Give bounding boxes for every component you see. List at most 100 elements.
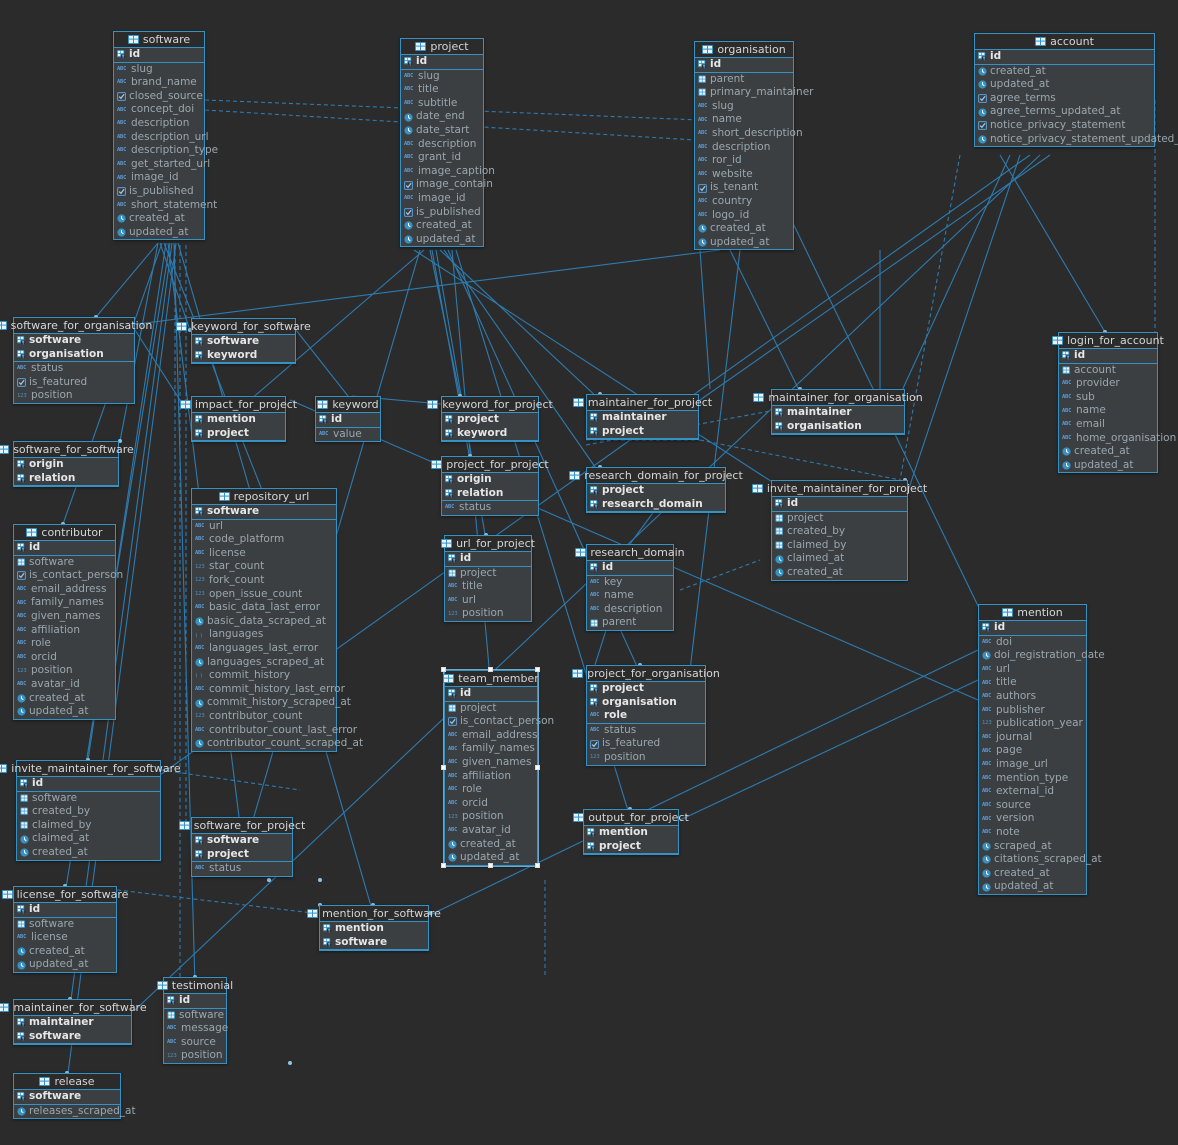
table-column[interactable]: languages_scraped_at <box>192 656 336 670</box>
table-key-column[interactable]: organisation <box>587 696 705 710</box>
table-header[interactable]: software_for_project <box>178 818 305 834</box>
table-header[interactable]: output_for_project <box>573 810 689 826</box>
table-column[interactable]: updated_at <box>975 78 1154 92</box>
table-column[interactable]: contributor_count_scraped_at <box>192 737 363 751</box>
table-key-column[interactable]: id <box>14 541 115 555</box>
table-key-column[interactable]: software <box>192 335 295 349</box>
table-key-column[interactable]: project <box>192 427 285 441</box>
table-column[interactable]: software <box>14 918 116 932</box>
table-column[interactable]: updated_at <box>445 851 537 865</box>
table-header[interactable]: maintainer_for_software <box>0 1000 147 1016</box>
table-key-column[interactable]: id <box>1059 349 1157 363</box>
table-column[interactable]: is_featured <box>14 376 134 390</box>
table-key-column[interactable]: maintainer <box>587 411 698 425</box>
table-column[interactable]: account <box>1059 364 1157 378</box>
table-key-column[interactable]: mention <box>192 413 285 427</box>
table-column[interactable]: updated_at <box>14 958 116 972</box>
table-column[interactable]: date_end <box>401 110 483 124</box>
table-column[interactable]: parent <box>587 616 673 630</box>
table-header[interactable]: research_domain <box>575 545 685 561</box>
table-column[interactable]: closed_source <box>114 90 204 104</box>
table-column[interactable]: primary_maintainer <box>695 86 813 100</box>
table-key-column[interactable]: research_domain <box>587 498 725 512</box>
table-column[interactable]: software <box>14 556 115 570</box>
table-key-column[interactable]: software <box>320 936 428 950</box>
table-key-column[interactable]: id <box>772 497 907 511</box>
table-header[interactable]: contributor <box>14 525 115 541</box>
table-column[interactable]: is_featured <box>587 737 705 751</box>
table-column[interactable]: claimed_at <box>772 552 907 566</box>
table-header[interactable]: account <box>975 34 1154 50</box>
selection-handle[interactable] <box>441 863 446 868</box>
table-key-column[interactable]: project <box>584 840 678 854</box>
table-column[interactable]: created_at <box>14 945 116 959</box>
table-column[interactable]: created_at <box>975 65 1154 79</box>
table-key-column[interactable]: keyword <box>442 427 538 441</box>
table-key-column[interactable]: id <box>445 552 531 566</box>
table-column[interactable]: { }commit_history <box>192 669 336 683</box>
table-key-column[interactable]: id <box>14 903 116 917</box>
selection-handle[interactable] <box>488 667 493 672</box>
table-column[interactable]: project <box>445 702 537 716</box>
table-header[interactable]: software_for_software <box>0 442 134 458</box>
table-header[interactable]: mention_for_software <box>307 906 441 922</box>
table-key-column[interactable]: id <box>17 777 160 791</box>
table-key-column[interactable]: origin <box>14 458 118 472</box>
table-key-column[interactable]: software <box>14 1090 120 1104</box>
table-column[interactable]: created_at <box>1059 445 1157 459</box>
table-key-column[interactable]: software <box>192 834 292 848</box>
table-column[interactable]: created_at <box>445 838 537 852</box>
table-column[interactable]: software <box>164 1009 226 1023</box>
table-header[interactable]: maintainer_for_project <box>572 395 712 411</box>
table-column[interactable]: created_at <box>114 212 204 226</box>
table-header[interactable]: keyword_for_software <box>176 319 311 335</box>
table-header[interactable]: project_for_project <box>431 457 549 473</box>
table-key-column[interactable]: project <box>442 413 538 427</box>
table-header[interactable]: project_for_organisation <box>572 666 720 682</box>
table-column[interactable]: claimed_at <box>17 832 160 846</box>
